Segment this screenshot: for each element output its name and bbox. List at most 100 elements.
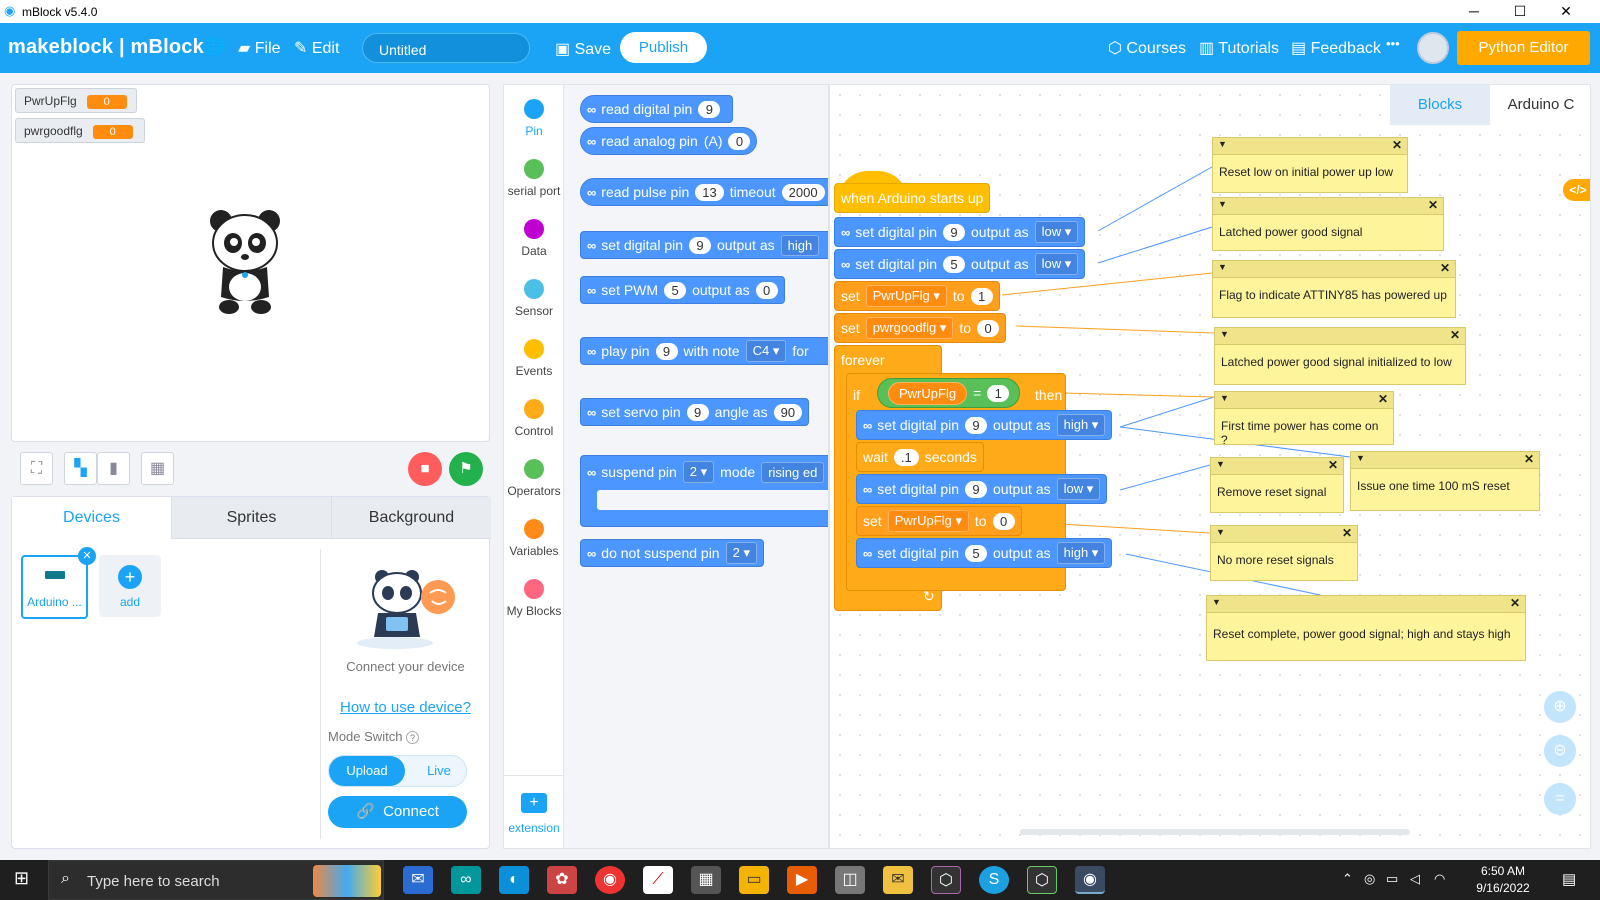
variable-dropdown[interactable]: PwrUpFlg ▾: [887, 510, 969, 532]
green-flag-icon[interactable]: ⚑: [449, 452, 483, 486]
close-window-button[interactable]: ✕: [1560, 3, 1572, 19]
comment-box[interactable]: ▼✕Issue one time 100 mS reset: [1350, 451, 1540, 511]
category-variables[interactable]: Variables: [504, 519, 564, 558]
mail-app-icon[interactable]: ✉: [403, 866, 433, 894]
close-icon[interactable]: ✕: [1391, 138, 1402, 152]
pin-dropdown[interactable]: 2 ▾: [682, 461, 715, 483]
connect-button[interactable]: 🔗 Connect: [328, 796, 467, 828]
pin-dropdown[interactable]: 2 ▾: [725, 542, 757, 564]
globe-icon[interactable]: 🌐: [203, 37, 225, 56]
level-dropdown[interactable]: low ▾: [1034, 221, 1079, 243]
collapse-icon[interactable]: ▼: [1218, 199, 1227, 209]
comment-box[interactable]: ▼✕Reset low on initial power up low: [1212, 137, 1408, 193]
collapse-icon[interactable]: ▼: [1218, 262, 1227, 272]
category-sensor[interactable]: Sensor: [504, 279, 564, 318]
close-icon[interactable]: ✕: [1523, 452, 1534, 466]
horizontal-scrollbar[interactable]: [1020, 829, 1410, 835]
close-icon[interactable]: ✕: [1377, 392, 1388, 406]
close-icon[interactable]: ✕: [1427, 198, 1438, 212]
stop-icon[interactable]: ■: [408, 452, 442, 486]
variable-value[interactable]: 0: [992, 512, 1015, 530]
collapse-icon[interactable]: ▼: [1216, 459, 1225, 469]
condition-variable[interactable]: PwrUpFlg: [888, 381, 968, 405]
pin-value[interactable]: 9: [698, 100, 721, 118]
collapse-icon[interactable]: ▼: [1218, 139, 1227, 149]
acrobat-app-icon[interactable]: ⟋: [643, 866, 673, 894]
skype-app-icon[interactable]: S: [979, 866, 1009, 894]
pin-value[interactable]: 9: [965, 480, 987, 498]
zoom-out-icon[interactable]: ⊖: [1544, 735, 1576, 767]
battery-icon[interactable]: ▭: [1386, 871, 1399, 886]
category-serial-port[interactable]: serial port: [504, 159, 564, 198]
level-dropdown[interactable]: high ▾: [1056, 414, 1106, 436]
publish-button[interactable]: Publish: [620, 32, 707, 63]
condition-value[interactable]: 1: [987, 384, 1010, 402]
variable-value[interactable]: 1: [970, 287, 993, 305]
timeout-value[interactable]: 2000: [781, 183, 825, 201]
pin-value[interactable]: 5: [664, 281, 687, 299]
close-icon[interactable]: ✕: [1449, 328, 1460, 342]
mode-switch-toggle[interactable]: Upload Live: [328, 755, 467, 787]
category-events[interactable]: Events: [504, 339, 564, 378]
comment-box[interactable]: ▼ ✕ Flag to indicate ATTINY85 has powered …: [1212, 260, 1456, 318]
script-canvas[interactable]: Blocks Arduino C </> when Arduino starts…: [829, 84, 1591, 849]
collapse-icon[interactable]: ▼: [1216, 527, 1225, 537]
zoom-in-icon[interactable]: ⊕: [1544, 691, 1576, 723]
nox-player-icon[interactable]: ⬡: [1027, 866, 1057, 894]
help-icon[interactable]: ?: [406, 731, 420, 744]
close-icon[interactable]: ✕: [1439, 261, 1450, 275]
volume-icon[interactable]: ◁: [1410, 871, 1420, 886]
pin-value[interactable]: 9: [965, 416, 987, 434]
edge-browser-icon[interactable]: ◐: [499, 866, 529, 894]
virtual-box-icon[interactable]: ◫: [835, 866, 865, 894]
save-button[interactable]: ▣ Save: [555, 39, 611, 59]
file-menu[interactable]: ▰ File: [238, 38, 281, 58]
category-pin[interactable]: Pin: [504, 99, 564, 138]
level-dropdown[interactable]: low ▾: [1034, 253, 1079, 275]
tab-background[interactable]: Background: [332, 497, 491, 539]
layout-large-icon[interactable]: ▚: [64, 452, 97, 485]
calculator-app-icon[interactable]: ▦: [691, 866, 721, 894]
comment-text[interactable]: Latched power good signal: [1219, 225, 1363, 239]
pwm-value[interactable]: 0: [755, 281, 778, 299]
collapse-icon[interactable]: ▼: [1220, 393, 1229, 403]
comment-box[interactable]: ▼✕Latched power good signal initialized …: [1214, 327, 1466, 385]
zoom-reset-icon[interactable]: =: [1544, 783, 1576, 815]
add-device-button[interactable]: + add: [99, 555, 161, 617]
wifi-icon[interactable]: ◠: [1434, 871, 1446, 886]
fullscreen-icon[interactable]: ⛶: [20, 452, 53, 485]
more-menu-icon[interactable]: •••: [1386, 36, 1400, 51]
panda-sprite[interactable]: [207, 205, 287, 317]
pin-value[interactable]: 9: [655, 342, 678, 360]
edit-menu[interactable]: ✎ Edit: [294, 38, 339, 58]
tab-devices[interactable]: Devices: [12, 497, 172, 539]
comment-text[interactable]: Flag to indicate ATTINY85 has powered up: [1219, 288, 1447, 302]
comment-box[interactable]: ▼✕Reset complete, power good signal; hig…: [1206, 595, 1526, 661]
variable-dropdown[interactable]: PwrUpFlg ▾: [865, 285, 947, 307]
pin-value[interactable]: 13: [695, 183, 724, 201]
comment-box[interactable]: ▼ ✕ Latched power good signal: [1212, 197, 1444, 251]
comment-text[interactable]: Reset complete, power good signal; high …: [1213, 627, 1511, 641]
when-arduino-starts-hat-block[interactable]: when Arduino starts up: [834, 183, 991, 213]
mblock-taskbar-icon[interactable]: ◉: [1075, 866, 1105, 894]
nox-app-icon[interactable]: ⬡: [931, 866, 961, 894]
upload-mode-button[interactable]: Upload: [329, 756, 405, 786]
sticky-folder-icon[interactable]: ✉: [883, 866, 913, 894]
arduino-app-icon[interactable]: ∞: [451, 866, 481, 894]
category-control[interactable]: Control: [504, 399, 564, 438]
media-player-icon[interactable]: ▶: [787, 866, 817, 894]
project-name-input[interactable]: Untitled: [362, 33, 530, 63]
comment-box[interactable]: ▼✕Remove reset signal: [1210, 457, 1344, 513]
clock-time[interactable]: 6:50 AM: [1480, 864, 1526, 878]
equals-condition[interactable]: PwrUpFlg = 1: [877, 378, 1021, 408]
